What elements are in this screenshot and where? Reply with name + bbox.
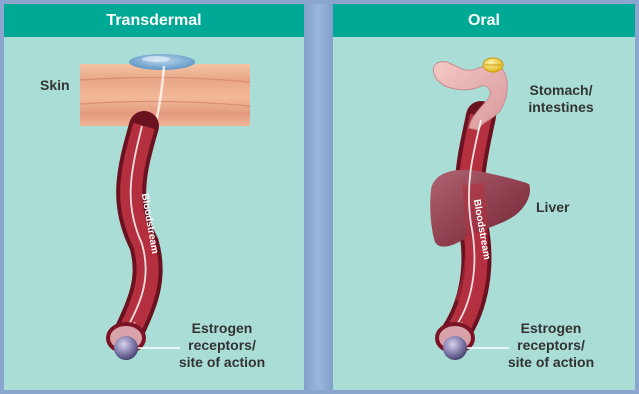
receptor-label: Estrogen receptors/ site of action xyxy=(172,320,272,371)
oral-panel: Oral xyxy=(333,4,635,390)
transdermal-panel: Transdermal xyxy=(4,4,304,390)
panel-divider xyxy=(304,4,333,390)
oral-receptor-label: Estrogen receptors/ site of action xyxy=(501,320,601,371)
liver-label: Liver xyxy=(536,199,569,216)
skin-label: Skin xyxy=(40,77,70,94)
skin-layer xyxy=(80,64,250,126)
estrogen-receptor-icon xyxy=(114,336,138,360)
oral-estrogen-receptor-icon xyxy=(443,336,467,360)
stomach-label: Stomach/ intestines xyxy=(521,82,601,116)
